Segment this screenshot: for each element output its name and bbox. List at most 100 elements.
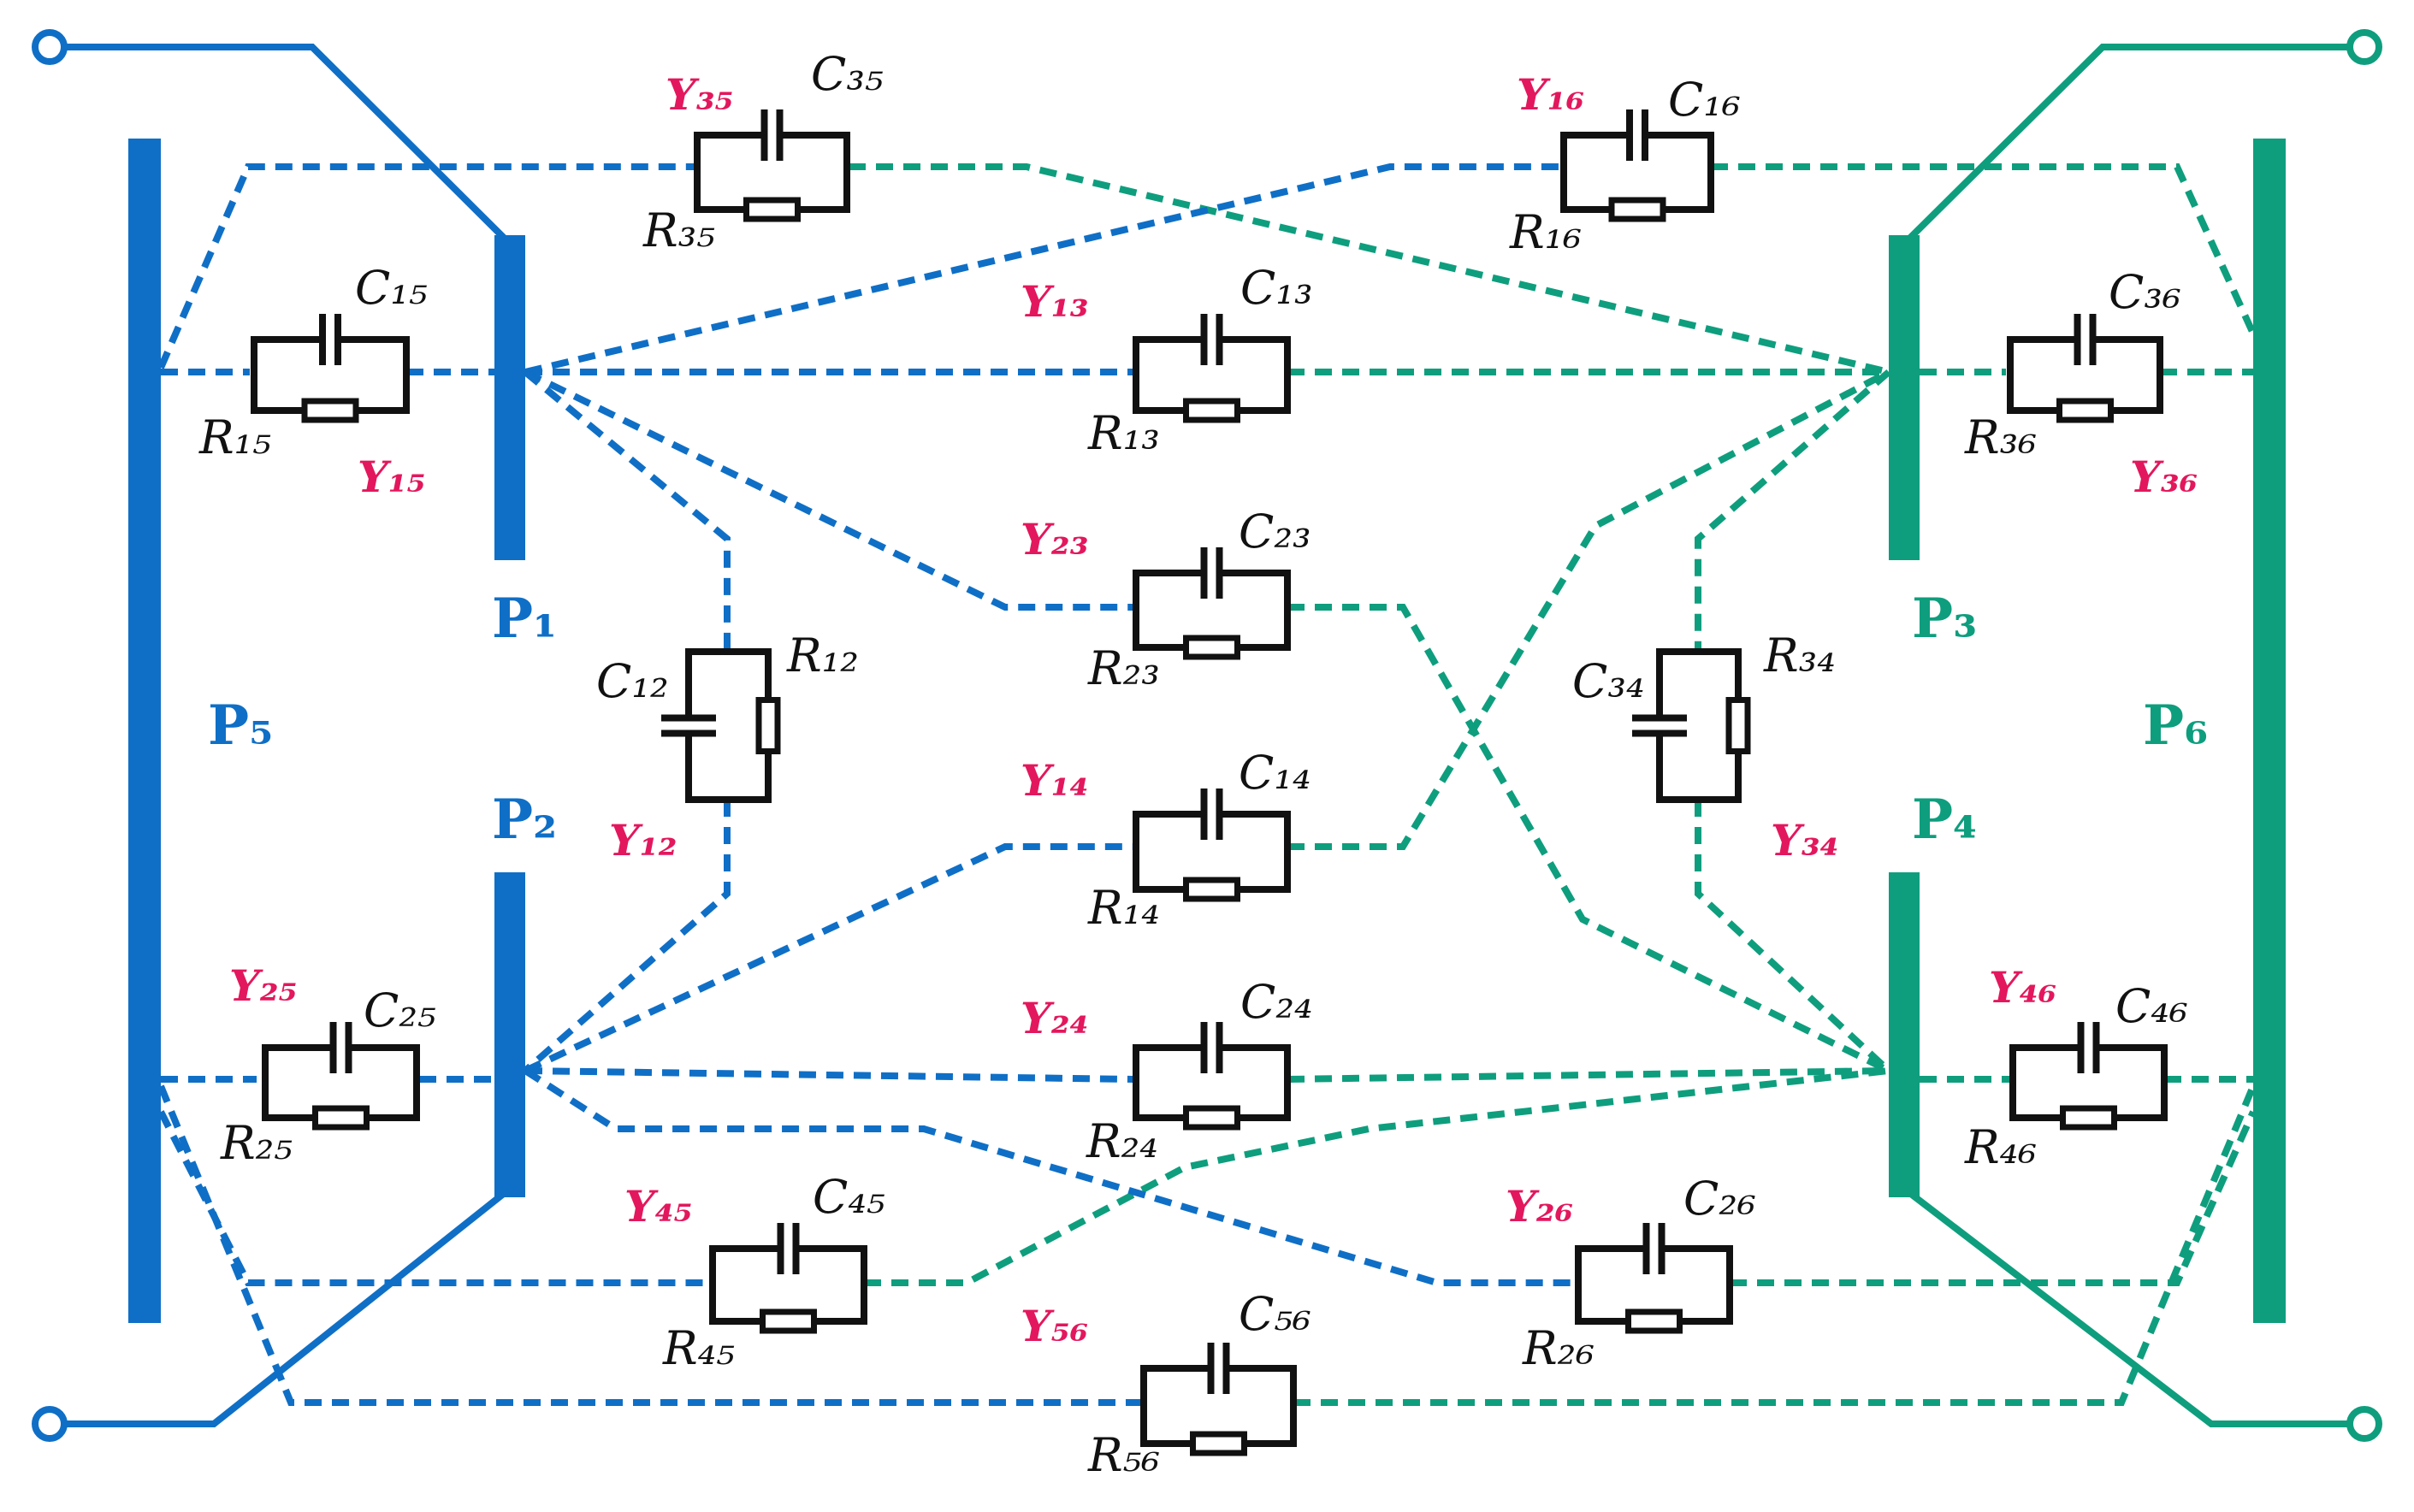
admittance-label-y15: Y₁₅ bbox=[358, 452, 426, 502]
resistor-label-r12: R₁₂ bbox=[786, 629, 859, 682]
rc-branch-y46 bbox=[2009, 1022, 2168, 1131]
admittance-label-y46: Y₄₆ bbox=[1989, 962, 2057, 1013]
capacitor-label-c34: C₃₄ bbox=[1572, 654, 1645, 708]
plate-label-p3: P₃ bbox=[1912, 587, 1977, 651]
resistor-label-r46: R₄₆ bbox=[1964, 1120, 2037, 1174]
plate-p1 bbox=[494, 235, 525, 560]
plate-label-p1: P₁ bbox=[492, 587, 557, 651]
capacitor-label-c24: C₂₄ bbox=[1240, 975, 1313, 1029]
admittance-label-y35: Y₃₅ bbox=[666, 69, 734, 120]
lead-top-right bbox=[1902, 44, 2364, 246]
resistor-label-r23: R₂₃ bbox=[1087, 641, 1160, 695]
wire-y12-bottom bbox=[523, 800, 731, 1074]
resistor-icon bbox=[1625, 1308, 1683, 1334]
plate-label-p2: P₂ bbox=[492, 788, 557, 852]
admittance-label-y34: Y₃₄ bbox=[1771, 815, 1839, 865]
resistor-label-r16: R₁₆ bbox=[1509, 205, 1582, 259]
resistor-label-r14: R₁₄ bbox=[1087, 881, 1160, 935]
admittance-label-y24: Y₂₄ bbox=[1021, 993, 1089, 1043]
rc-branch-y15 bbox=[251, 314, 410, 423]
terminal-top-right-icon[interactable] bbox=[2346, 29, 2382, 65]
wire-y14-left bbox=[524, 843, 1133, 1074]
plate-p3 bbox=[1889, 235, 1920, 560]
rc-branch-y36 bbox=[2007, 314, 2163, 423]
resistor-icon bbox=[1725, 697, 1751, 754]
resistor-label-r36: R₃₆ bbox=[1964, 410, 2037, 464]
rc-branch-y14 bbox=[1133, 788, 1291, 902]
resistor-label-r25: R₂₅ bbox=[220, 1116, 293, 1170]
lead-top-left bbox=[50, 44, 512, 246]
plate-p5 bbox=[128, 139, 161, 1323]
capacitor-label-c15: C₁₅ bbox=[355, 261, 428, 315]
resistor-icon bbox=[1608, 197, 1666, 222]
terminal-lead-lines bbox=[32, 29, 2382, 1442]
capacitor-label-c46: C₄₆ bbox=[2115, 979, 2188, 1033]
admittance-label-y25: Y₂₅ bbox=[229, 960, 298, 1011]
resistor-icon bbox=[1183, 398, 1240, 423]
terminal-bottom-left-icon[interactable] bbox=[32, 1406, 68, 1442]
resistor-label-r34: R₃₄ bbox=[1763, 629, 1836, 682]
electrode-plates bbox=[128, 139, 2286, 1323]
resistor-icon bbox=[1183, 1105, 1240, 1131]
admittance-label-y16: Y₁₆ bbox=[1517, 69, 1585, 120]
wire-y45-left bbox=[157, 1110, 710, 1286]
resistor-label-r56: R₅₆ bbox=[1087, 1428, 1160, 1482]
lead-bottom-right bbox=[1902, 1185, 2364, 1427]
wire-y16-left bbox=[524, 163, 1561, 375]
wire-y26-left bbox=[523, 1067, 1578, 1286]
capacitor-label-c56: C₅₆ bbox=[1239, 1287, 1311, 1341]
rc-branch-y34 bbox=[1632, 648, 1751, 803]
rc-branch-y13 bbox=[1133, 314, 1291, 423]
wire-y45-right bbox=[864, 1067, 1890, 1286]
admittance-label-y36: Y₃₆ bbox=[2130, 452, 2198, 502]
plate-p4 bbox=[1889, 872, 1920, 1197]
admittance-label-y45: Y₄₅ bbox=[624, 1181, 693, 1231]
plate-label-p4: P₄ bbox=[1912, 788, 1977, 852]
rc-branch-y24 bbox=[1133, 1022, 1291, 1131]
wire-y35-left bbox=[157, 163, 695, 369]
wire-y24-right bbox=[1287, 1067, 1890, 1083]
capacitor-label-c12: C₁₂ bbox=[596, 654, 669, 708]
resistor-icon bbox=[1183, 635, 1240, 660]
wire-y24-left bbox=[524, 1067, 1134, 1083]
capacitor-label-c25: C₂₅ bbox=[364, 983, 436, 1037]
plate-label-p6: P₆ bbox=[2143, 694, 2208, 758]
rc-branch-y35 bbox=[694, 109, 850, 222]
terminal-bottom-right-icon[interactable] bbox=[2346, 1406, 2382, 1442]
wire-y12-top bbox=[523, 369, 731, 650]
rc-branch-y23 bbox=[1133, 547, 1291, 660]
plate-label-p5: P₅ bbox=[208, 694, 273, 758]
wire-y56-right bbox=[1293, 1084, 2257, 1406]
plate-p6 bbox=[2253, 139, 2286, 1323]
capacitor-label-c14: C₁₄ bbox=[1239, 746, 1311, 800]
resistor-label-r35: R₃₅ bbox=[642, 204, 715, 257]
wire-y35-right bbox=[849, 163, 1890, 375]
capacitor-label-c26: C₂₆ bbox=[1683, 1172, 1756, 1226]
resistor-label-r13: R₁₃ bbox=[1087, 406, 1160, 460]
resistor-icon bbox=[743, 197, 801, 222]
rc-branch-y25 bbox=[262, 1022, 420, 1131]
wire-y23-right bbox=[1287, 604, 1890, 1074]
capacitor-label-c36: C₃₆ bbox=[2109, 265, 2181, 319]
resistor-icon bbox=[760, 1308, 817, 1334]
capacitor-label-c45: C₄₅ bbox=[813, 1170, 885, 1224]
terminal-top-left-icon[interactable] bbox=[32, 29, 68, 65]
resistor-icon bbox=[2060, 1105, 2117, 1131]
wire-y23-left bbox=[524, 369, 1133, 611]
rc-branch-y45 bbox=[709, 1223, 867, 1334]
capacitor-label-c35: C₃₅ bbox=[811, 47, 884, 101]
lead-bottom-left bbox=[50, 1185, 512, 1427]
rc-branch-components bbox=[251, 109, 2168, 1456]
resistor-icon bbox=[301, 398, 359, 423]
admittance-label-y56: Y₅₆ bbox=[1021, 1301, 1089, 1351]
resistor-icon bbox=[2056, 398, 2114, 423]
resistor-icon bbox=[312, 1105, 370, 1131]
resistor-icon bbox=[1183, 877, 1240, 902]
rc-branch-y26 bbox=[1575, 1223, 1733, 1334]
resistor-label-r45: R₄₅ bbox=[662, 1321, 735, 1375]
resistor-label-r24: R₂₄ bbox=[1086, 1114, 1158, 1168]
resistor-icon bbox=[755, 697, 781, 754]
wire-y34-top bbox=[1695, 369, 1891, 650]
